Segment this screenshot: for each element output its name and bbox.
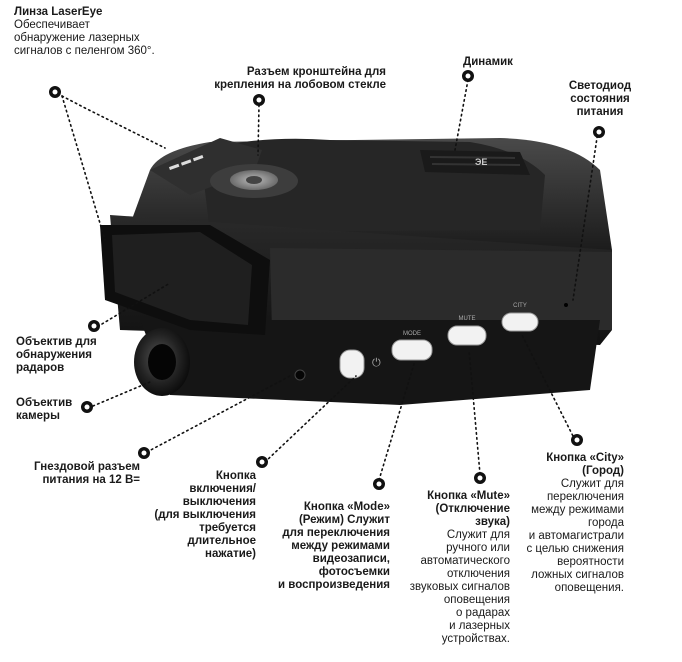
label-mute-button-desc-3: автоматического <box>420 555 510 567</box>
label-city-button-desc-4: города <box>588 517 624 529</box>
label-city-button-desc-3: между режимами <box>531 504 624 516</box>
mode-button[interactable] <box>391 339 433 361</box>
speaker-grille: ЭЕ <box>420 150 530 175</box>
label-mute-button-desc-2: ручного или <box>446 542 510 554</box>
label-power-button-line-7: нажатие) <box>205 548 256 560</box>
label-mount-connector-line-2: крепления на лобовом стекле <box>214 79 386 91</box>
label-power-led: Светодиод состояния питания <box>552 80 648 119</box>
label-power-button-line-2: включения/ <box>189 483 256 495</box>
label-radar-lens-line-1: Объектив для <box>16 336 97 348</box>
label-speaker-title: Динамик <box>463 56 513 68</box>
label-radar-lens: Объектив для обнаружения радаров <box>16 336 126 375</box>
mode-button-label: MODE <box>403 331 421 337</box>
label-power-socket-line-1: Гнездовой разъем <box>34 461 140 473</box>
label-mute-button-desc-5: звуковых сигналов <box>409 581 510 593</box>
label-power-socket-line-2: питания на 12 В= <box>42 474 140 486</box>
label-radar-lens-line-2: обнаружения <box>16 349 93 361</box>
label-city-button-desc-8: ложных сигналов <box>531 569 624 581</box>
callout-lines <box>61 79 599 481</box>
label-mute-button-desc-6: оповещения <box>443 594 510 606</box>
label-city-button-desc-6: с целью снижения <box>526 543 624 555</box>
label-mute-button-desc-8: и лазерных <box>449 620 510 632</box>
label-city-button-desc-1: Служит для <box>560 478 624 490</box>
city-button[interactable] <box>501 312 539 332</box>
power-socket <box>294 369 306 381</box>
label-mute-button-desc-4: отключения <box>446 568 510 580</box>
label-mode-button-line-6: фотосъемки <box>318 566 390 578</box>
label-power-socket: Гнездовой разъем питания на 12 В= <box>18 461 140 487</box>
label-camera-lens: Объектив камеры <box>16 397 96 423</box>
radar-detector-body: ▬ ▬ ▬ <box>100 138 612 405</box>
power-button[interactable] <box>339 349 365 379</box>
label-mount-connector-line-1: Разъем кронштейна для <box>246 66 386 78</box>
label-city-button-desc-7: вероятности <box>557 556 624 568</box>
label-power-led-line-3: питания <box>576 106 624 118</box>
label-mount-connector: Разъем кронштейна для крепления на лобов… <box>196 66 386 92</box>
mute-button-label: MUTE <box>459 316 476 322</box>
label-mute-button-desc-7: о радарах <box>455 607 510 619</box>
label-radar-lens-line-3: радаров <box>16 362 65 374</box>
camera-lens <box>134 328 190 396</box>
label-power-button-line-3: выключения <box>182 496 256 508</box>
label-city-button: Кнопка «City» (Город) Служит для переклю… <box>514 452 624 595</box>
label-city-button-desc-2: переключения <box>546 491 624 503</box>
label-mute-button-line-1: Кнопка «Mute» <box>427 490 510 502</box>
label-mode-button-line-7: и воспроизведения <box>278 579 390 591</box>
label-camera-lens-line-2: камеры <box>16 410 60 422</box>
label-mode-button-line-3: для переключения <box>282 527 390 539</box>
label-mute-button-line-2: (Отключение <box>435 503 510 515</box>
label-speaker: Динамик <box>463 56 533 69</box>
label-power-button: Кнопка включения/ выключения (для выключ… <box>128 470 256 561</box>
label-power-button-line-6: длительное <box>187 535 256 547</box>
label-city-button-line-1: Кнопка «City» <box>546 452 624 464</box>
svg-text:ЭЕ: ЭЕ <box>475 157 487 167</box>
mount-connector <box>210 164 298 198</box>
label-camera-lens-line-1: Объектив <box>16 397 73 409</box>
power-symbol-icon: ⏻ <box>372 357 381 369</box>
label-mode-button-line-5: видеозаписи, <box>312 553 390 565</box>
label-city-button-desc-9: оповещения. <box>554 582 624 594</box>
label-city-button-desc-5: и автомагистрали <box>528 530 624 542</box>
label-mode-button-line-1: Кнопка «Mode» <box>303 501 390 513</box>
label-mute-button: Кнопка «Mute» (Отключение звука) Служит … <box>394 490 510 646</box>
label-mute-button-desc-9: устройствах. <box>441 633 510 645</box>
label-power-led-line-1: Светодиод <box>568 80 632 92</box>
city-button-label: CITY <box>513 303 527 309</box>
label-mute-button-desc-1: Служит для <box>446 529 510 541</box>
label-power-led-line-2: состояния <box>570 93 630 105</box>
label-power-button-line-4: (для выключения <box>154 509 256 521</box>
label-laser-lens-desc-3: сигналов с пеленгом 360°. <box>14 45 155 57</box>
callout-dots <box>49 70 605 490</box>
label-laser-lens: Линза LaserEye Обеспечивает обнаружение … <box>14 6 204 58</box>
mute-button[interactable] <box>447 325 487 346</box>
label-laser-lens-title: Линза LaserEye <box>14 6 103 18</box>
power-led <box>564 303 568 307</box>
label-city-button-line-2: (Город) <box>582 465 624 477</box>
label-laser-lens-desc-2: обнаружение лазерных <box>14 32 140 44</box>
label-mute-button-line-3: звука) <box>475 516 510 528</box>
label-mode-button-line-4: между режимами <box>291 540 390 552</box>
label-power-button-line-5: требуется <box>199 522 256 534</box>
label-mode-button: Кнопка «Mode» (Режим) Служит для переклю… <box>258 501 390 592</box>
label-laser-lens-desc-1: Обеспечивает <box>14 19 90 31</box>
label-power-button-line-1: Кнопка <box>215 470 256 482</box>
label-mode-button-line-2: (Режим) Служит <box>298 514 390 526</box>
